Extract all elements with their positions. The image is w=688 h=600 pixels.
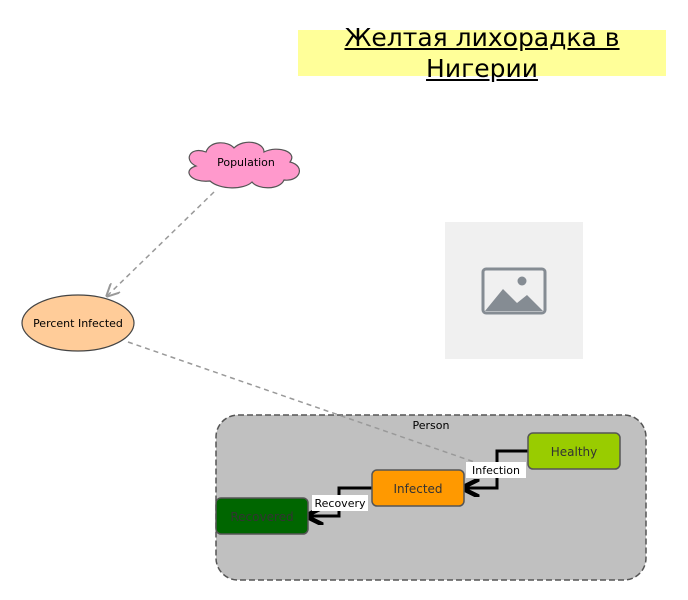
infected-state-label: Infected: [393, 482, 442, 496]
population-to-percent-link: [107, 191, 215, 296]
recovered-state[interactable]: Recovered: [215, 497, 309, 535]
percent-infected-ellipse: [21, 294, 135, 352]
recovered-state-label: Recovered: [230, 510, 293, 524]
image-icon: [481, 267, 547, 315]
image-placeholder[interactable]: [445, 222, 583, 359]
population-node[interactable]: Population: [188, 141, 300, 189]
population-label: Population: [217, 156, 275, 169]
infection-transition-label: Infection: [472, 464, 520, 477]
healthy-state[interactable]: Healthy: [527, 432, 621, 470]
healthy-state-label: Healthy: [551, 445, 598, 459]
image-placeholder-bg: [445, 222, 583, 359]
infected-state-box: [371, 469, 465, 507]
person-agent-label: Person: [413, 419, 450, 432]
infection-label-bg: [466, 462, 526, 478]
recovery-label-bg: [312, 495, 368, 511]
healthy-state-box: [527, 432, 621, 470]
percent-infected-label: Percent Infected: [33, 317, 123, 330]
recovery-transition-label: Recovery: [314, 497, 365, 510]
infected-state[interactable]: Infected: [371, 469, 465, 507]
recovered-state-box: [215, 497, 309, 535]
percent-infected-node[interactable]: Percent Infected: [21, 294, 135, 352]
population-cloud-shape: [188, 141, 300, 189]
infection-transition-label-group[interactable]: Infection: [466, 462, 526, 478]
recovery-transition-label-group[interactable]: Recovery: [312, 495, 368, 511]
title-highlight: [298, 30, 666, 76]
diagram-title: Желтая лихорадка в Нигерии: [344, 23, 620, 83]
